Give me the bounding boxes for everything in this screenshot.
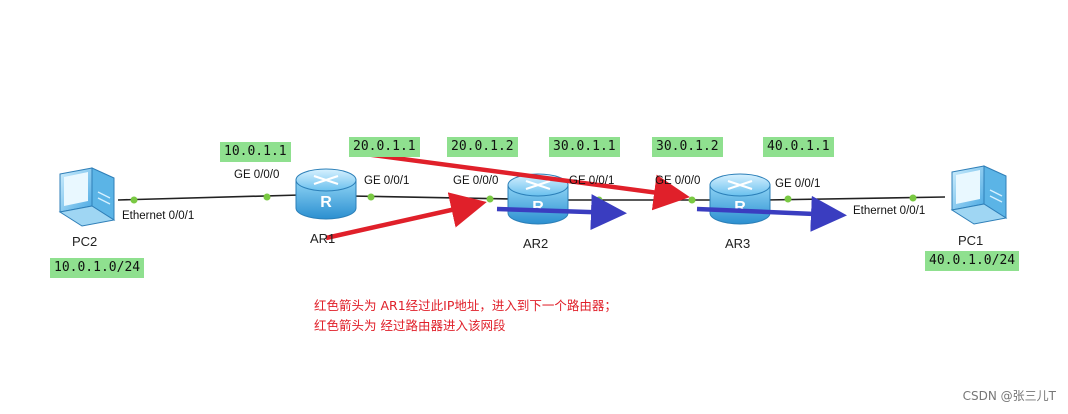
blue-arrow-ar3-network xyxy=(696,195,847,232)
iface-label-ar3-ge001: GE 0/0/1 xyxy=(775,178,821,190)
iface-label-ar2-ge000: GE 0/0/0 xyxy=(453,175,499,187)
port-ar1-ge001 xyxy=(367,193,375,201)
iface-label-pc2-eth: Ethernet 0/0/1 xyxy=(122,210,195,222)
iface-label-ar1-ge000: GE 0/0/0 xyxy=(234,169,280,181)
port-ar2-ge000 xyxy=(486,195,494,203)
iface-label-ar3-ge000: GE 0/0/0 xyxy=(655,175,701,187)
port-ar1-ge000 xyxy=(263,193,271,201)
watermark: CSDN @张三儿T xyxy=(962,389,1056,403)
router-icon-ar1[interactable]: R xyxy=(295,168,357,220)
pc2-icon[interactable] xyxy=(58,167,116,227)
link-pc2-ar1 xyxy=(117,194,301,201)
note-red-arrow-line2: 红色箭头为 经过路由器进入该网段 xyxy=(314,318,506,333)
svg-text:R: R xyxy=(532,199,544,216)
port-ar3-ge001 xyxy=(784,195,792,203)
iface-label-pc1-eth: Ethernet 0/0/1 xyxy=(853,205,926,217)
port-ar2-ge001 xyxy=(595,196,603,204)
link-ar3-pc1 xyxy=(764,196,946,201)
ip-label-ar1-ge000: 10.0.1.1 xyxy=(220,142,291,162)
port-pc2-eth xyxy=(130,196,138,204)
iface-label-ar2-ge001: GE 0/0/1 xyxy=(569,175,615,187)
router-icon-ar3[interactable]: R xyxy=(709,173,771,225)
svg-text:R: R xyxy=(734,199,746,216)
network-label-pc2: 10.0.1.0/24 xyxy=(50,258,145,278)
red-arrow-ar1-to-ar3 xyxy=(349,149,690,211)
port-pc1-eth xyxy=(909,194,917,202)
svg-text:R: R xyxy=(320,194,332,211)
ip-label-ar3-ge000: 30.0.1.2 xyxy=(652,137,723,157)
device-name-ar1: AR1 xyxy=(310,231,336,246)
device-name-pc2: PC2 xyxy=(72,234,98,249)
network-label-pc1: 40.0.1.0/24 xyxy=(925,251,1020,271)
iface-label-ar1-ge001: GE 0/0/1 xyxy=(364,175,410,187)
blue-arrow-ar2-network xyxy=(496,194,627,231)
red-arrow-ar1-to-ar2 xyxy=(325,192,487,241)
ip-label-ar3-ge001: 40.0.1.1 xyxy=(763,137,834,157)
ip-label-ar1-ge001: 20.0.1.1 xyxy=(349,137,420,157)
port-ar3-ge000 xyxy=(688,196,696,204)
note-red-arrow-line1: 红色箭头为 AR1经过此IP地址，进入到下一个路由器； xyxy=(314,298,617,313)
device-name-pc1: PC1 xyxy=(958,233,984,248)
ip-label-ar2-ge001: 30.0.1.1 xyxy=(549,137,620,157)
pc1-icon[interactable] xyxy=(950,165,1008,225)
device-name-ar3: AR3 xyxy=(725,236,751,251)
device-name-ar2: AR2 xyxy=(523,236,549,251)
ip-label-ar2-ge000: 20.0.1.2 xyxy=(447,137,518,157)
